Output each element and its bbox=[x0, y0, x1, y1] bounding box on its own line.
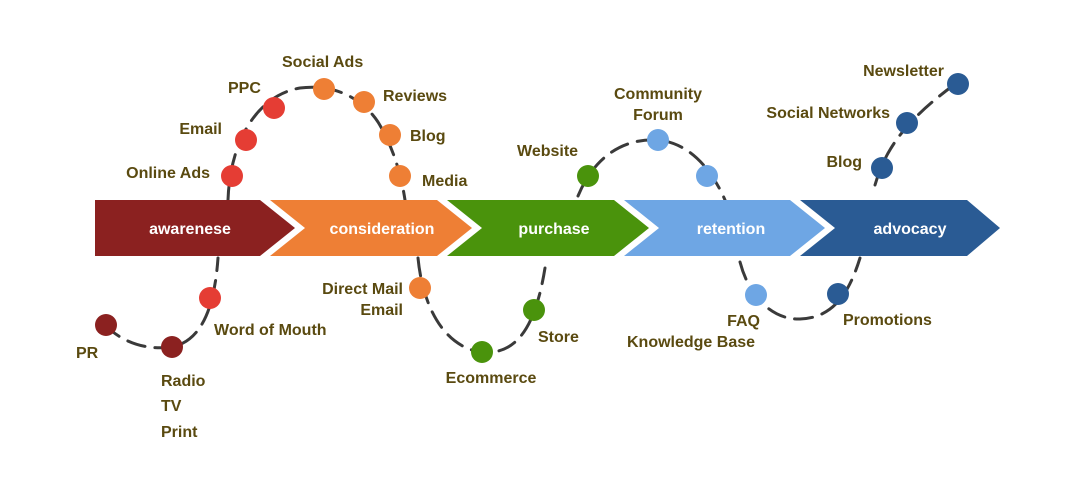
stage-consideration-label: consideration bbox=[330, 221, 435, 238]
label-radio: Radio bbox=[161, 373, 206, 390]
stage-advocacy-label: advocacy bbox=[874, 221, 947, 238]
stage-advocacy-arrow bbox=[800, 200, 1000, 256]
stage-awareness-label: awarenese bbox=[149, 221, 231, 238]
stage-retention-arrow bbox=[624, 200, 825, 256]
label-reviews: Reviews bbox=[383, 88, 447, 105]
email-dot bbox=[235, 129, 257, 151]
label-word-of-mouth: Word of Mouth bbox=[214, 322, 327, 339]
stage-awareness: awarenese bbox=[95, 200, 295, 256]
stage-awareness-arrow bbox=[95, 200, 295, 256]
label-ecommerce: Ecommerce bbox=[446, 370, 537, 387]
blog-dot bbox=[379, 124, 401, 146]
label-ppc: PPC bbox=[228, 80, 261, 97]
ecommerce-dot bbox=[471, 341, 493, 363]
label-blog2: Blog bbox=[826, 154, 862, 171]
reviews-dot bbox=[353, 91, 375, 113]
label-print: Print bbox=[161, 424, 198, 441]
stage-consideration-arrow bbox=[270, 200, 472, 256]
label-community: Community bbox=[614, 86, 702, 103]
media-dot bbox=[389, 165, 411, 187]
pr-dot bbox=[95, 314, 117, 336]
label-knowledge-base: Knowledge Base bbox=[627, 334, 755, 351]
radio-dot bbox=[161, 336, 183, 358]
label-promotions: Promotions bbox=[843, 312, 932, 329]
social-networks-dot bbox=[896, 112, 918, 134]
label-online-ads: Online Ads bbox=[126, 165, 210, 182]
stage-retention-label: retention bbox=[697, 221, 765, 238]
label-tv: TV bbox=[161, 398, 182, 415]
label-website: Website bbox=[517, 143, 578, 160]
website-dot bbox=[577, 165, 599, 187]
label-store: Store bbox=[538, 329, 579, 346]
community-forum-dot bbox=[647, 129, 669, 151]
label-forum: Forum bbox=[633, 107, 683, 124]
label-social-ads: Social Ads bbox=[282, 54, 363, 71]
retention-dot bbox=[696, 165, 718, 187]
label-email: Email bbox=[179, 121, 222, 138]
blog2-dot bbox=[871, 157, 893, 179]
stage-advocacy: advocacy bbox=[800, 200, 1000, 256]
social-ads-dot bbox=[313, 78, 335, 100]
online-ads-dot bbox=[221, 165, 243, 187]
label-email2: Email bbox=[360, 302, 403, 319]
word-of-mouth-dot bbox=[199, 287, 221, 309]
label-newsletter: Newsletter bbox=[863, 63, 944, 80]
store-dot bbox=[523, 299, 545, 321]
label-blog: Blog bbox=[410, 128, 446, 145]
stage-consideration: consideration bbox=[270, 200, 472, 256]
direct-mail-dot bbox=[409, 277, 431, 299]
label-media: Media bbox=[422, 173, 467, 190]
stage-purchase-label: purchase bbox=[518, 221, 589, 238]
stage-retention: retention bbox=[624, 200, 825, 256]
faq-dot bbox=[745, 284, 767, 306]
ppc-dot bbox=[263, 97, 285, 119]
label-faq: FAQ bbox=[727, 313, 760, 330]
stage-purchase-arrow bbox=[447, 200, 649, 256]
stage-purchase: purchase bbox=[447, 200, 649, 256]
label-direct-mail: Direct Mail bbox=[322, 281, 403, 298]
newsletter-dot bbox=[947, 73, 969, 95]
promotions-dot bbox=[827, 283, 849, 305]
label-pr: PR bbox=[76, 345, 99, 362]
label-social-networks: Social Networks bbox=[766, 105, 890, 122]
